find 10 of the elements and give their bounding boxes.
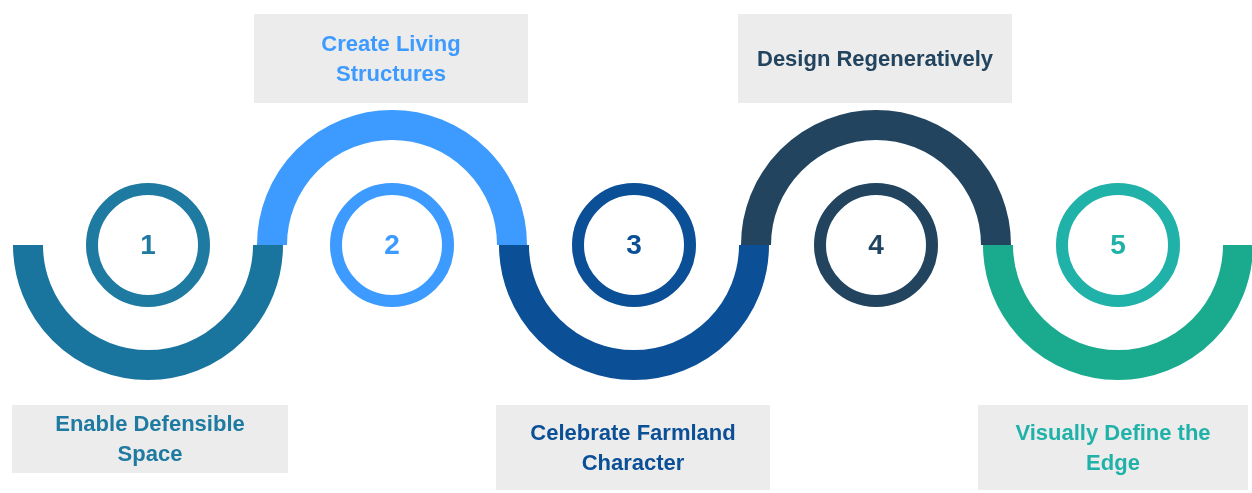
step-label-box: Create Living Structures	[254, 14, 528, 103]
step-number-circle: 3	[572, 183, 696, 307]
step-number-circle: 1	[86, 183, 210, 307]
step-number-circle: 5	[1056, 183, 1180, 307]
step-label-box: Visually Define the Edge	[978, 405, 1248, 490]
step-label-box: Design Regeneratively	[738, 14, 1012, 103]
step-label-box: Enable Defensible Space	[12, 405, 288, 473]
step-label-box: Celebrate Farmland Character	[496, 405, 770, 490]
step-number-circle: 2	[330, 183, 454, 307]
step-number-circle: 4	[814, 183, 938, 307]
